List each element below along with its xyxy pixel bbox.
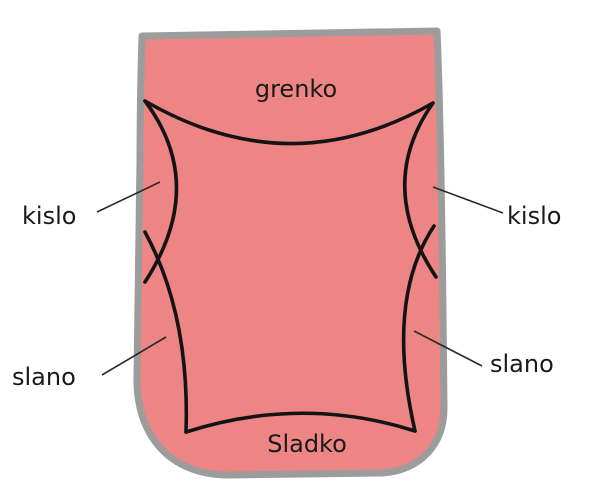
label-salty-right: slano (490, 350, 554, 378)
label-sour-right: kislo (507, 202, 561, 230)
label-sour-left: kislo (22, 202, 76, 230)
label-salty-left: slano (12, 363, 76, 391)
label-bitter: grenko (255, 75, 337, 103)
label-sweet: Sladko (267, 430, 347, 458)
